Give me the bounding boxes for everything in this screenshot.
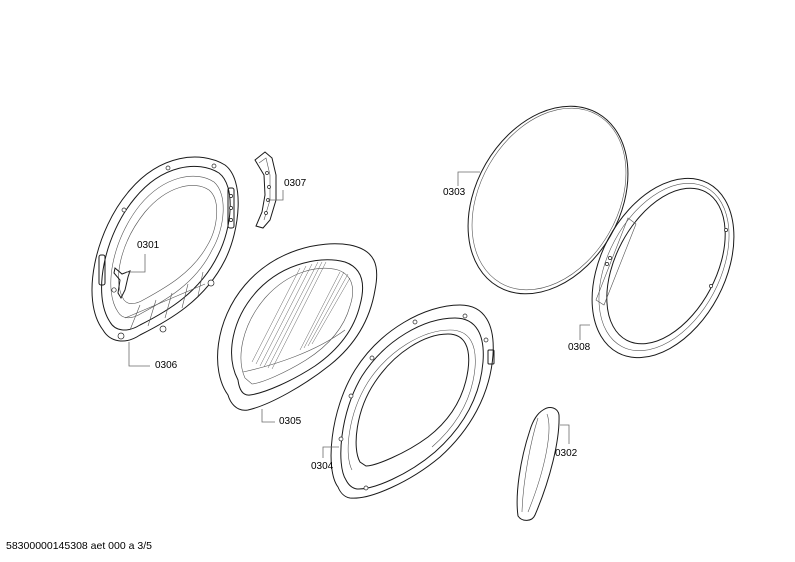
part-0305-inner-glass-bowl[interactable]: [217, 243, 378, 411]
part-0306-inner-door-frame[interactable]: [91, 156, 239, 342]
part-label-0307[interactable]: 0307: [284, 178, 307, 189]
document-code: 58300000145308 aet 000 a 3/5: [6, 540, 152, 552]
part-label-0303[interactable]: 0303: [443, 187, 466, 198]
part-0307-hinge[interactable]: [254, 151, 277, 229]
part-0308-door-trim-ring[interactable]: [563, 154, 763, 382]
leader-lines: [126, 171, 590, 458]
part-0304-outer-door-frame[interactable]: [330, 304, 495, 499]
part-0302-door-handle[interactable]: [516, 407, 560, 521]
part-label-0306[interactable]: 0306: [155, 360, 178, 371]
part-label-0301[interactable]: 0301: [137, 240, 160, 251]
part-label-0304[interactable]: 0304: [311, 461, 334, 472]
part-label-0305[interactable]: 0305: [279, 416, 302, 427]
part-label-0308[interactable]: 0308: [568, 342, 591, 353]
part-0303-outer-glass-disc[interactable]: [436, 77, 661, 322]
part-0301-door-hook[interactable]: [111, 267, 131, 300]
part-label-0302[interactable]: 0302: [555, 448, 578, 459]
